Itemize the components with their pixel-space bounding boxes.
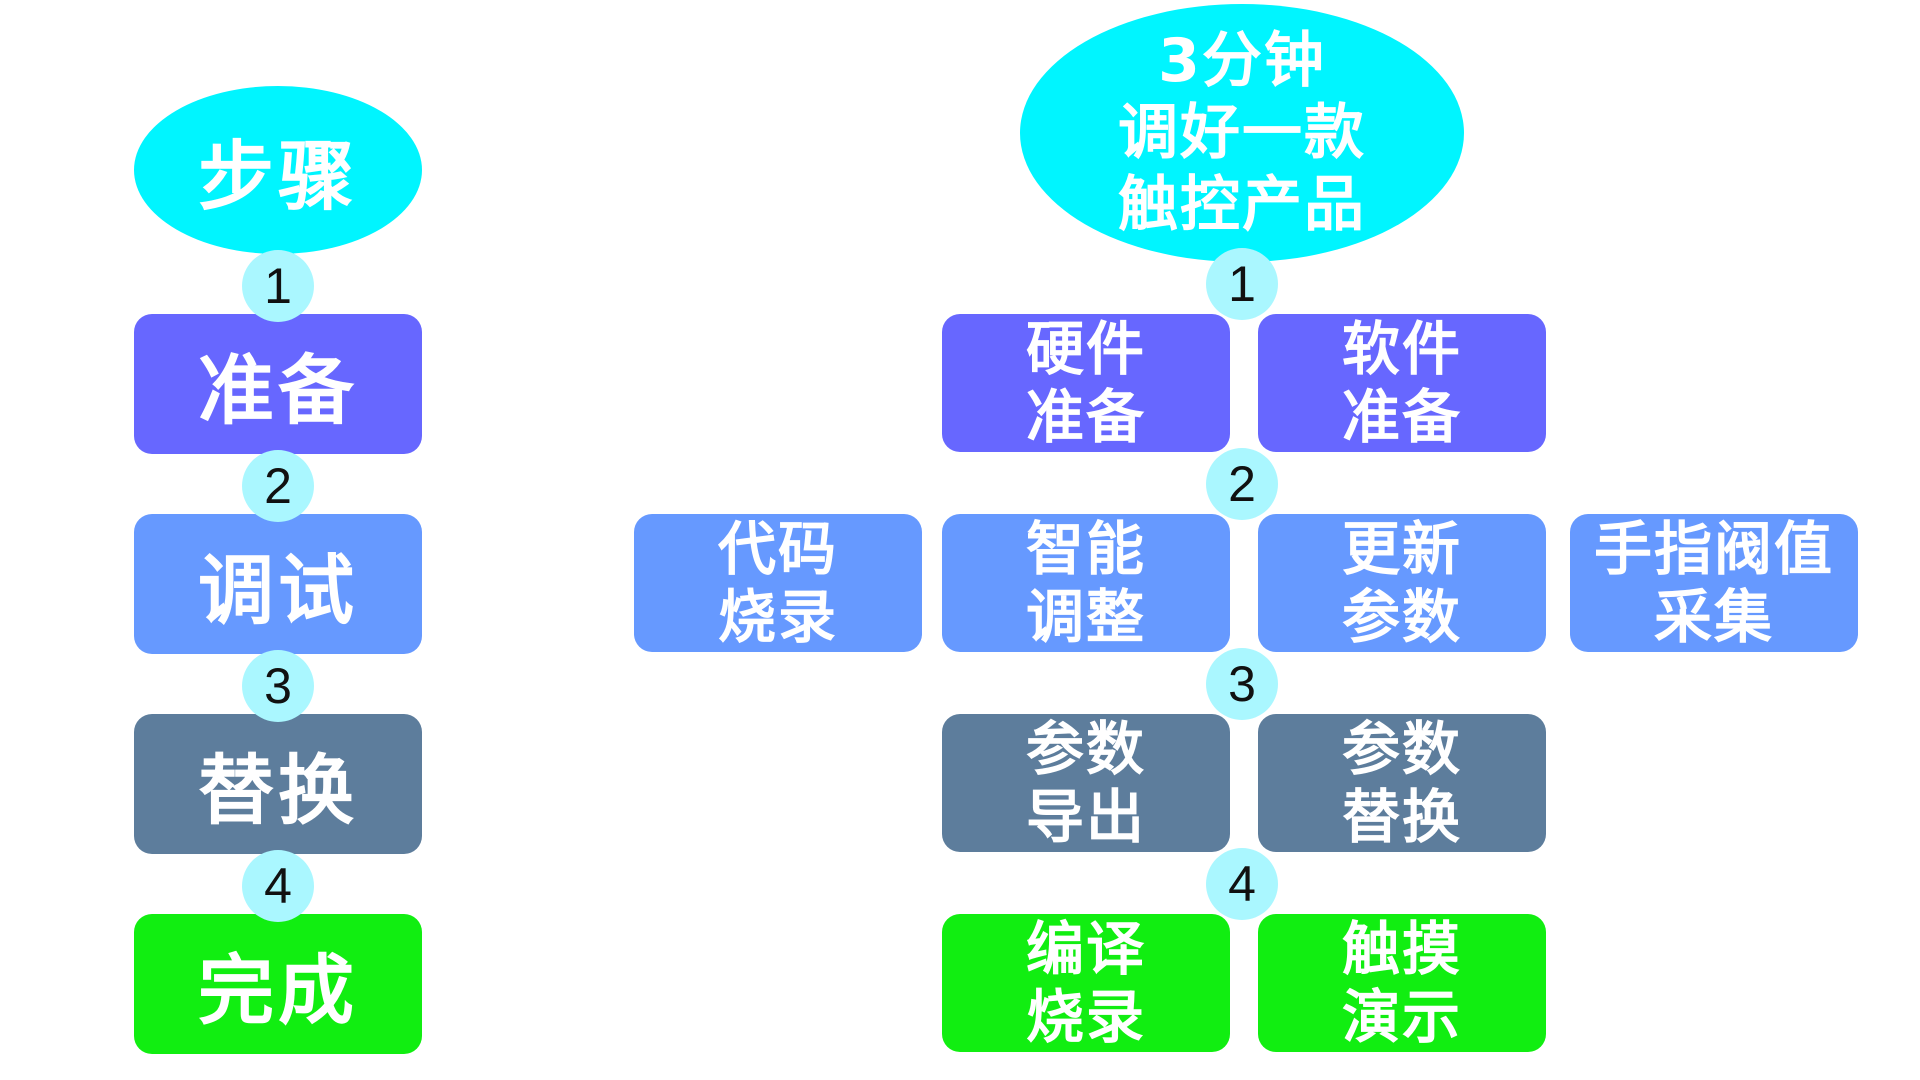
right-step-4-badge: 4 bbox=[1206, 848, 1278, 920]
box-compile-flash: 编译 烧录 bbox=[942, 914, 1230, 1052]
right-title-line-3: 触控产品 bbox=[1118, 170, 1366, 240]
right-step-1-badge: 1 bbox=[1206, 248, 1278, 320]
box-touch-demo: 触摸 演示 bbox=[1258, 914, 1546, 1052]
left-title-ellipse: 步骤 bbox=[134, 86, 422, 254]
box-param-replace: 参数 替换 bbox=[1258, 714, 1546, 852]
left-step-2-badge: 2 bbox=[242, 450, 314, 522]
right-title-ellipse: 3分钟 调好一款 触控产品 bbox=[1020, 4, 1464, 262]
left-box-prepare: 准备 bbox=[134, 314, 422, 454]
left-title: 步骤 bbox=[198, 132, 358, 221]
box-smart-adjust: 智能 调整 bbox=[942, 514, 1230, 652]
left-box-debug: 调试 bbox=[134, 514, 422, 654]
left-step-4-badge: 4 bbox=[242, 850, 314, 922]
box-finger-threshold: 手指阀值 采集 bbox=[1570, 514, 1858, 652]
box-update-params: 更新 参数 bbox=[1258, 514, 1546, 652]
right-title-line-1: 3分钟 bbox=[1158, 26, 1326, 96]
box-software-prepare: 软件 准备 bbox=[1258, 314, 1546, 452]
box-param-export: 参数 导出 bbox=[942, 714, 1230, 852]
right-step-2-badge: 2 bbox=[1206, 448, 1278, 520]
left-box-replace: 替换 bbox=[134, 714, 422, 854]
right-step-3-badge: 3 bbox=[1206, 648, 1278, 720]
left-step-3-badge: 3 bbox=[242, 650, 314, 722]
box-hardware-prepare: 硬件 准备 bbox=[942, 314, 1230, 452]
right-title-line-2: 调好一款 bbox=[1118, 98, 1366, 168]
box-code-flash: 代码 烧录 bbox=[634, 514, 922, 652]
left-box-done: 完成 bbox=[134, 914, 422, 1054]
left-step-1-badge: 1 bbox=[242, 250, 314, 322]
